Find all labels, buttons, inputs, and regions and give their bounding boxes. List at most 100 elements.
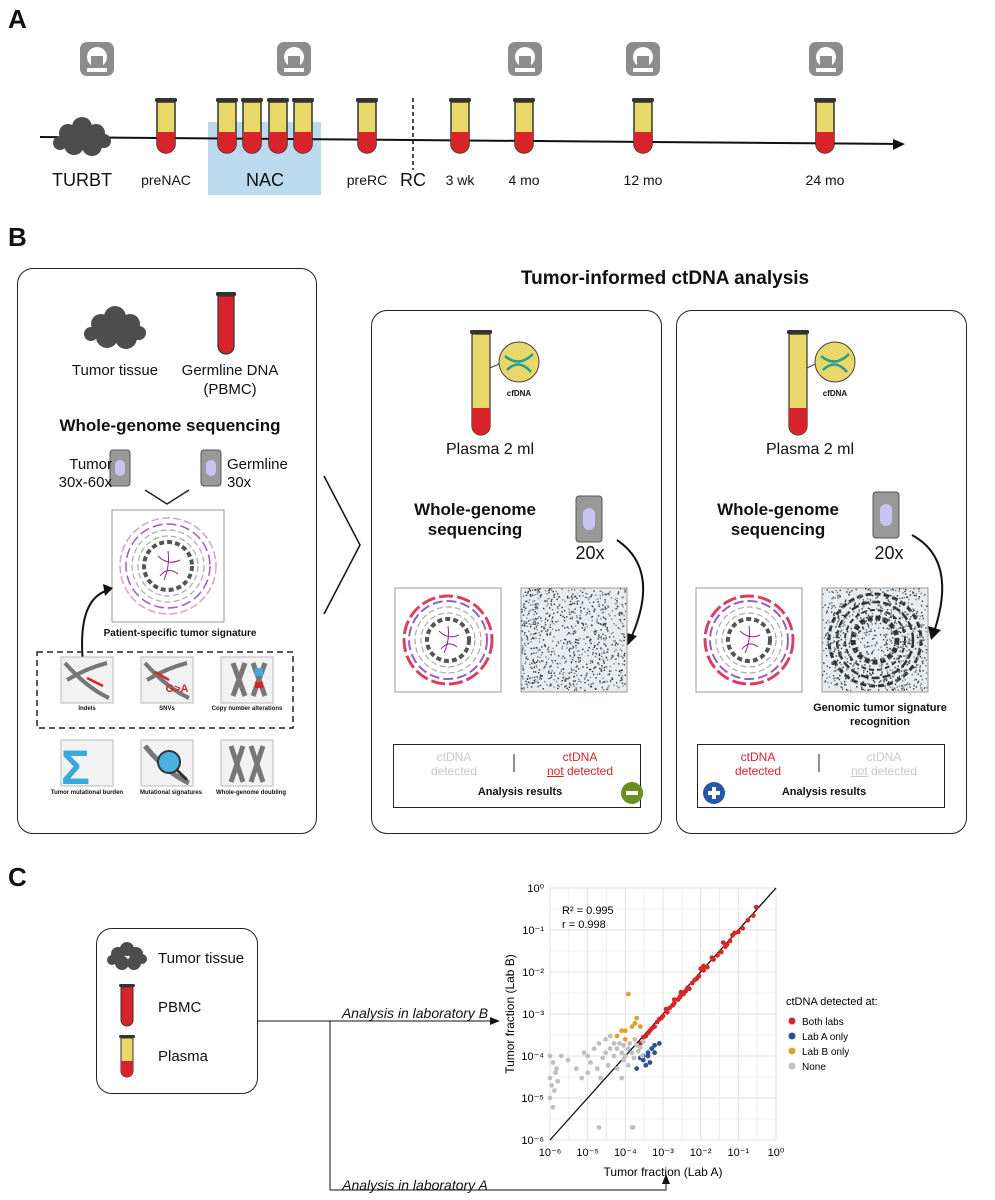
legend-marker [788, 1062, 796, 1070]
legend-title: ctDNA detected at: [786, 996, 878, 1008]
data-point [619, 1050, 625, 1056]
data-point [598, 1075, 603, 1081]
timepoint-label: RC [400, 170, 426, 190]
data-point [622, 1036, 628, 1042]
plasma-volume-label: Plasma 2 ml [445, 441, 535, 458]
bracket-shape [323, 475, 361, 615]
data-point [727, 938, 733, 944]
timepoint-label: 3 wk [445, 172, 475, 188]
data-point [619, 1075, 625, 1081]
data-point [622, 1053, 628, 1059]
data-point [639, 1053, 645, 1059]
feature-label: Tumor mutational burden [50, 790, 124, 796]
blood-tube-icon [154, 97, 178, 154]
legend-marker [788, 1047, 796, 1055]
data-point [588, 1060, 593, 1065]
data-point [652, 1050, 657, 1056]
timepoint-label: TURBT [52, 170, 112, 190]
data-point [715, 952, 720, 958]
right-panel-title: Tumor-informed ctDNA analysis [520, 268, 810, 289]
data-point [547, 1075, 553, 1081]
data-point [547, 1095, 553, 1101]
data-point [718, 949, 724, 955]
timepoint-label: preRC [346, 172, 388, 188]
wgs-label-line1: Whole-genome [717, 500, 839, 519]
tumor-icon [84, 306, 146, 349]
data-point [554, 1066, 559, 1071]
plasma-tube-icon [787, 330, 809, 436]
data-point [603, 1036, 608, 1042]
cfdna-label: cfDNA [822, 389, 848, 398]
y-tick-label: 10⁻³ [522, 1009, 544, 1021]
data-point [594, 1066, 600, 1071]
data-point [585, 1070, 591, 1076]
y-axis-label: Tumor fraction (Lab B) [503, 954, 517, 1074]
data-point [625, 1062, 631, 1068]
timepoint-label: preNAC [141, 172, 191, 188]
data-point [549, 1083, 554, 1088]
data-point [555, 1078, 561, 1084]
pbmc-tube-icon [119, 984, 135, 1027]
blood-tube-icon [512, 97, 536, 154]
data-point [663, 1006, 669, 1012]
x-tick-label: 10⁻⁴ [614, 1147, 637, 1159]
data-point [551, 1088, 557, 1093]
data-point [625, 991, 631, 997]
ctdna-detected-label: ctDNA [436, 750, 472, 764]
legend-tumor-tissue: Tumor tissue [158, 950, 245, 967]
blood-tube-icon [266, 97, 290, 154]
blood-tube-icon [813, 97, 837, 154]
data-point [656, 1041, 662, 1046]
panel-c-letter: C [8, 862, 27, 892]
data-point [622, 1028, 628, 1034]
ctdna-detected-label: detected [430, 764, 478, 778]
data-point [645, 1053, 651, 1059]
analysis-results-label: Analysis results [477, 786, 563, 798]
r-annotation: r = 0.998 [562, 919, 606, 931]
ctdna-detected-label: ctDNA [740, 750, 776, 764]
data-point [603, 1050, 608, 1056]
germline-dna-label: Germline DNA [181, 362, 279, 379]
blood-tube-icon [355, 97, 379, 154]
data-point [565, 1057, 571, 1063]
data-point [611, 1041, 617, 1046]
data-point [547, 1053, 553, 1059]
y-tick-label: 10⁻¹ [522, 925, 544, 937]
x-tick-label: 10⁻³ [652, 1147, 674, 1159]
data-point [630, 1125, 636, 1130]
data-point [678, 989, 684, 995]
y-tick-label: 10⁰ [527, 883, 544, 895]
data-point [654, 1019, 660, 1025]
ctdna-not-detected-line2: not detected [850, 764, 918, 778]
data-point [621, 1042, 626, 1048]
x-tick-label: 10⁻¹ [727, 1147, 749, 1159]
case1-results-box [393, 744, 641, 808]
blood-tube-icon [448, 97, 472, 154]
data-point [634, 1015, 640, 1021]
y-tick-label: 10⁻⁵ [521, 1093, 544, 1105]
data-point [753, 904, 759, 910]
data-point [607, 1033, 613, 1039]
data-point [701, 963, 706, 969]
timeline-svg [39, 42, 905, 195]
blood-tube-icon [240, 97, 264, 154]
tumor-icon [53, 117, 111, 156]
ctdna-not-detected-label: ctDNA [866, 750, 902, 764]
tumor-tissue-label: Tumor tissue [71, 362, 159, 379]
data-point [704, 964, 710, 970]
pbmc-tube-icon [216, 292, 236, 355]
x-tick-label: 10⁰ [768, 1147, 785, 1159]
sequencer-icon [109, 449, 131, 487]
data-point [643, 1062, 649, 1068]
data-point [649, 1046, 655, 1051]
plasma-volume-label: Plasma 2 ml [765, 441, 855, 458]
y-tick-label: 10⁻² [522, 967, 544, 979]
data-point [558, 1053, 564, 1059]
data-point [621, 1057, 626, 1063]
data-point [600, 1055, 606, 1061]
data-point [573, 1066, 579, 1071]
recognition-label-line1: Genomic tumor signature [813, 702, 947, 714]
data-point [640, 1034, 646, 1040]
data-point [632, 1020, 638, 1026]
